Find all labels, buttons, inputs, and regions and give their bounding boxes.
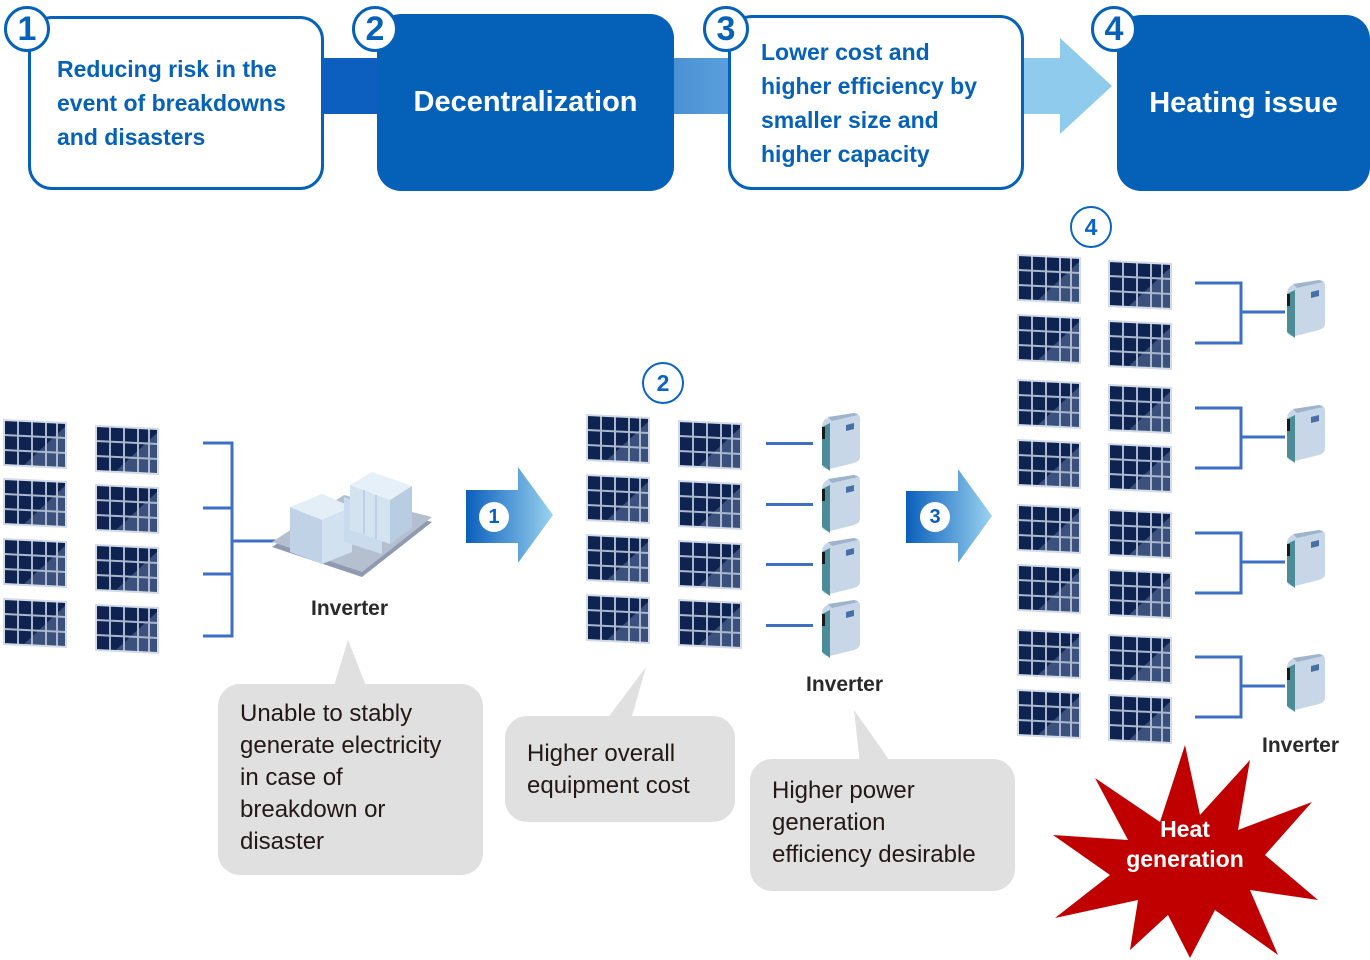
inverter-label-3: Inverter [1262,734,1340,757]
wire-2b [766,503,813,506]
connector-band-1-2 [320,58,382,114]
bubble-pointer-2 [604,667,646,723]
string-inverter-icon [1287,280,1325,338]
solar-panel-icon [3,419,67,469]
string-inverter-icon [1287,405,1325,463]
arrow-3-4 [1020,38,1112,134]
bubble-pointer-1 [334,640,366,686]
central-inverter-icon [272,472,432,577]
step-3-box: Lower cost and higher efficiency by smal… [728,15,1024,190]
arrow-right-icon [466,467,553,563]
string-inverter-icon [822,413,860,471]
step-4-box: Heating issue [1117,15,1370,191]
stage-4-marker: 4 [1070,206,1112,248]
string-inverter-icon [822,600,860,658]
solar-panel-icon [3,598,67,648]
wire-2d [766,624,813,627]
step-2-number: 2 [352,6,398,52]
heat-generation-label: Heat generation [1126,816,1244,872]
string-inverter-icon [822,538,860,596]
wire-2c [766,563,813,566]
solar-panel-array-2 [586,414,742,649]
wiring-brackets-3 [1195,281,1285,719]
step-4-text: Heating issue [1149,86,1338,119]
step-3-text: Lower cost and higher efficiency by smal… [761,38,978,167]
stage-2-marker: 2 [642,362,684,404]
inverter-label-2: Inverter [806,673,884,696]
bubble-pointer-3 [854,710,892,764]
heat-burst-icon [1053,745,1318,958]
solar-panel-icon [3,478,67,528]
string-inverter-icon [1287,654,1325,712]
solar-panel-icon [95,544,159,594]
solar-panel-icon [3,538,67,588]
arrow-3-number: 3 [920,502,950,532]
callout-unstable-generation: Unable to stably generate electricity in… [218,684,483,875]
string-inverter-icon [822,475,860,533]
step-1-text: Reducing risk in the event of breakdowns… [57,56,286,150]
connector-band-2-3 [672,58,732,114]
step-2-box: Decentralization [377,14,674,191]
step-2-text: Decentralization [413,86,638,118]
string-inverter-icon [1287,530,1325,588]
callout-efficiency-desirable: Higher power generation efficiency desir… [750,759,1015,891]
arrow-1-number: 1 [479,502,509,532]
solar-panel-icon [95,484,159,534]
callout-higher-cost: Higher overall equipment cost [505,716,735,822]
step-1-box: Reducing risk in the event of breakdowns… [28,16,324,190]
inverter-label-1: Inverter [311,597,389,620]
step-1-number: 1 [4,6,50,52]
step-4-number: 4 [1091,6,1137,52]
step-3-number: 3 [703,6,749,52]
solar-panel-icon [95,604,159,654]
solar-panel-array-3 [1017,254,1172,744]
wire-2a [766,442,813,445]
solar-panel-icon [95,425,159,475]
solar-panel-array-1 [3,419,159,654]
